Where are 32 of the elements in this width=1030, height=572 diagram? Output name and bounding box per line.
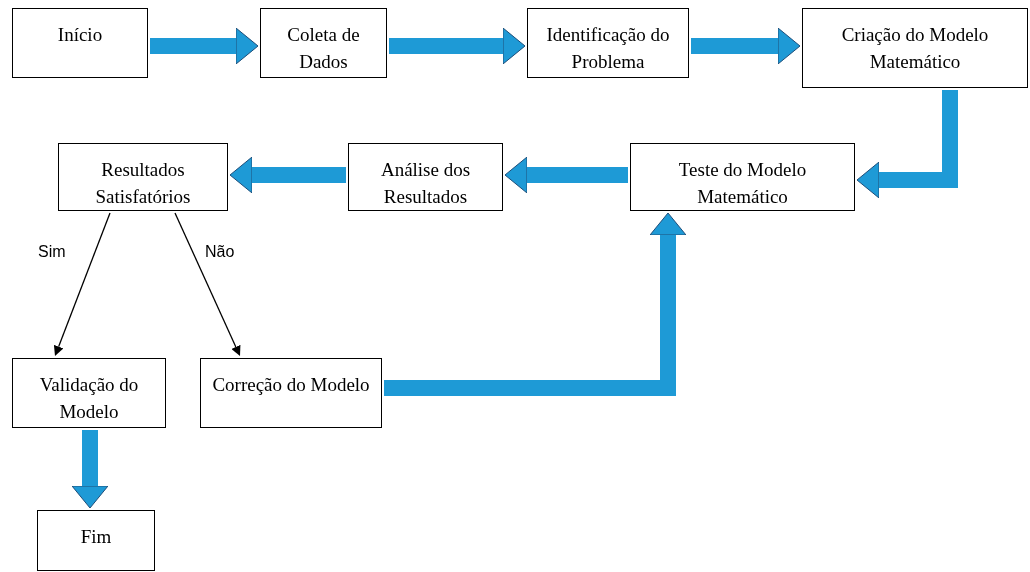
process-box	[37, 510, 155, 571]
process-box	[527, 8, 689, 78]
box-label: Coleta de Dados	[286, 23, 361, 74]
process-box	[12, 8, 148, 78]
process-box	[348, 143, 503, 211]
block-arrow	[71, 430, 109, 509]
process-box	[12, 358, 166, 428]
process-box	[58, 143, 228, 211]
block-arrow	[691, 27, 801, 65]
box-label: Criação do Modelo Matemático	[840, 23, 990, 74]
box-label: Correção do Modelo	[212, 373, 370, 397]
block-arrow	[856, 90, 958, 199]
process-box	[630, 143, 855, 211]
box-label: Fim	[80, 525, 112, 549]
edge-label: Não	[205, 242, 235, 262]
block-arrow	[229, 156, 346, 194]
block-arrow	[384, 212, 687, 396]
box-label: Análise dos Resultados	[379, 158, 472, 209]
box-label: Teste do Modelo Matemático	[677, 158, 808, 209]
block-arrow	[389, 27, 526, 65]
box-label: Identificação do Problema	[545, 23, 671, 74]
edge-label: Sim	[38, 242, 66, 262]
box-label: Início	[57, 23, 103, 47]
arrow	[53, 212, 111, 356]
box-label: Validação do Modelo	[38, 373, 140, 424]
process-box	[200, 358, 382, 428]
process-box	[802, 8, 1028, 88]
process-box	[260, 8, 387, 78]
block-arrow	[504, 156, 628, 194]
box-label: Resultados Satisfatórios	[94, 158, 192, 209]
arrow	[174, 212, 241, 356]
block-arrow	[150, 27, 259, 65]
